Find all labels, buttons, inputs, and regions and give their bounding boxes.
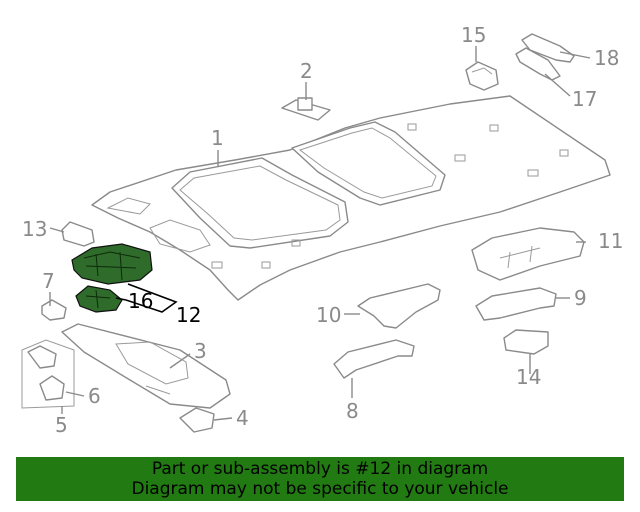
callout-9: 9 — [574, 286, 587, 310]
sun-visor — [61, 323, 231, 409]
clip-7 — [41, 299, 67, 321]
lamp-part — [465, 61, 499, 91]
bracket-group — [21, 339, 75, 409]
grab-handle-9 — [475, 287, 557, 321]
banner-line-1: Part or sub-assembly is #12 in diagram — [151, 459, 489, 479]
callout-3: 3 — [194, 339, 207, 363]
rear-module — [471, 227, 585, 281]
callout-14: 14 — [516, 365, 541, 389]
lamp-assembly-16-highlighted — [75, 285, 123, 313]
callout-7: 7 — [42, 269, 55, 293]
console-assembly-highlighted — [71, 243, 153, 285]
box-14 — [503, 329, 549, 355]
info-banner: Part or sub-assembly is #12 in diagram D… — [16, 457, 624, 501]
callout-6: 6 — [88, 384, 101, 408]
callout-15: 15 — [461, 23, 486, 47]
clip-part — [281, 97, 331, 121]
callout-12: 12 — [176, 303, 201, 327]
callout-11: 11 — [598, 229, 623, 253]
parts-diagram: 1 2 15 18 17 13 11 7 16 12 10 9 3 14 6 8… — [21, 23, 623, 437]
callout-1: 1 — [211, 126, 224, 150]
leader-lines — [49, 46, 591, 421]
grab-handle-8 — [333, 339, 415, 379]
callout-17: 17 — [572, 87, 597, 111]
callout-13: 13 — [22, 217, 47, 241]
callout-2: 2 — [300, 59, 313, 83]
callout-18: 18 — [594, 46, 619, 70]
clip-13 — [61, 221, 95, 247]
cover-part — [515, 33, 575, 81]
callout-4: 4 — [236, 406, 249, 430]
callout-10: 10 — [316, 303, 341, 327]
callout-16: 16 — [128, 289, 153, 313]
trim-panel-10 — [357, 283, 441, 329]
callout-labels: 1 2 15 18 17 13 11 7 16 12 10 9 3 14 6 8… — [22, 23, 623, 437]
visor-holder — [179, 407, 215, 433]
banner-line-2: Diagram may not be specific to your vehi… — [131, 479, 509, 499]
callout-8: 8 — [346, 399, 359, 423]
callout-5: 5 — [55, 413, 68, 437]
headliner-panel — [91, 95, 611, 301]
